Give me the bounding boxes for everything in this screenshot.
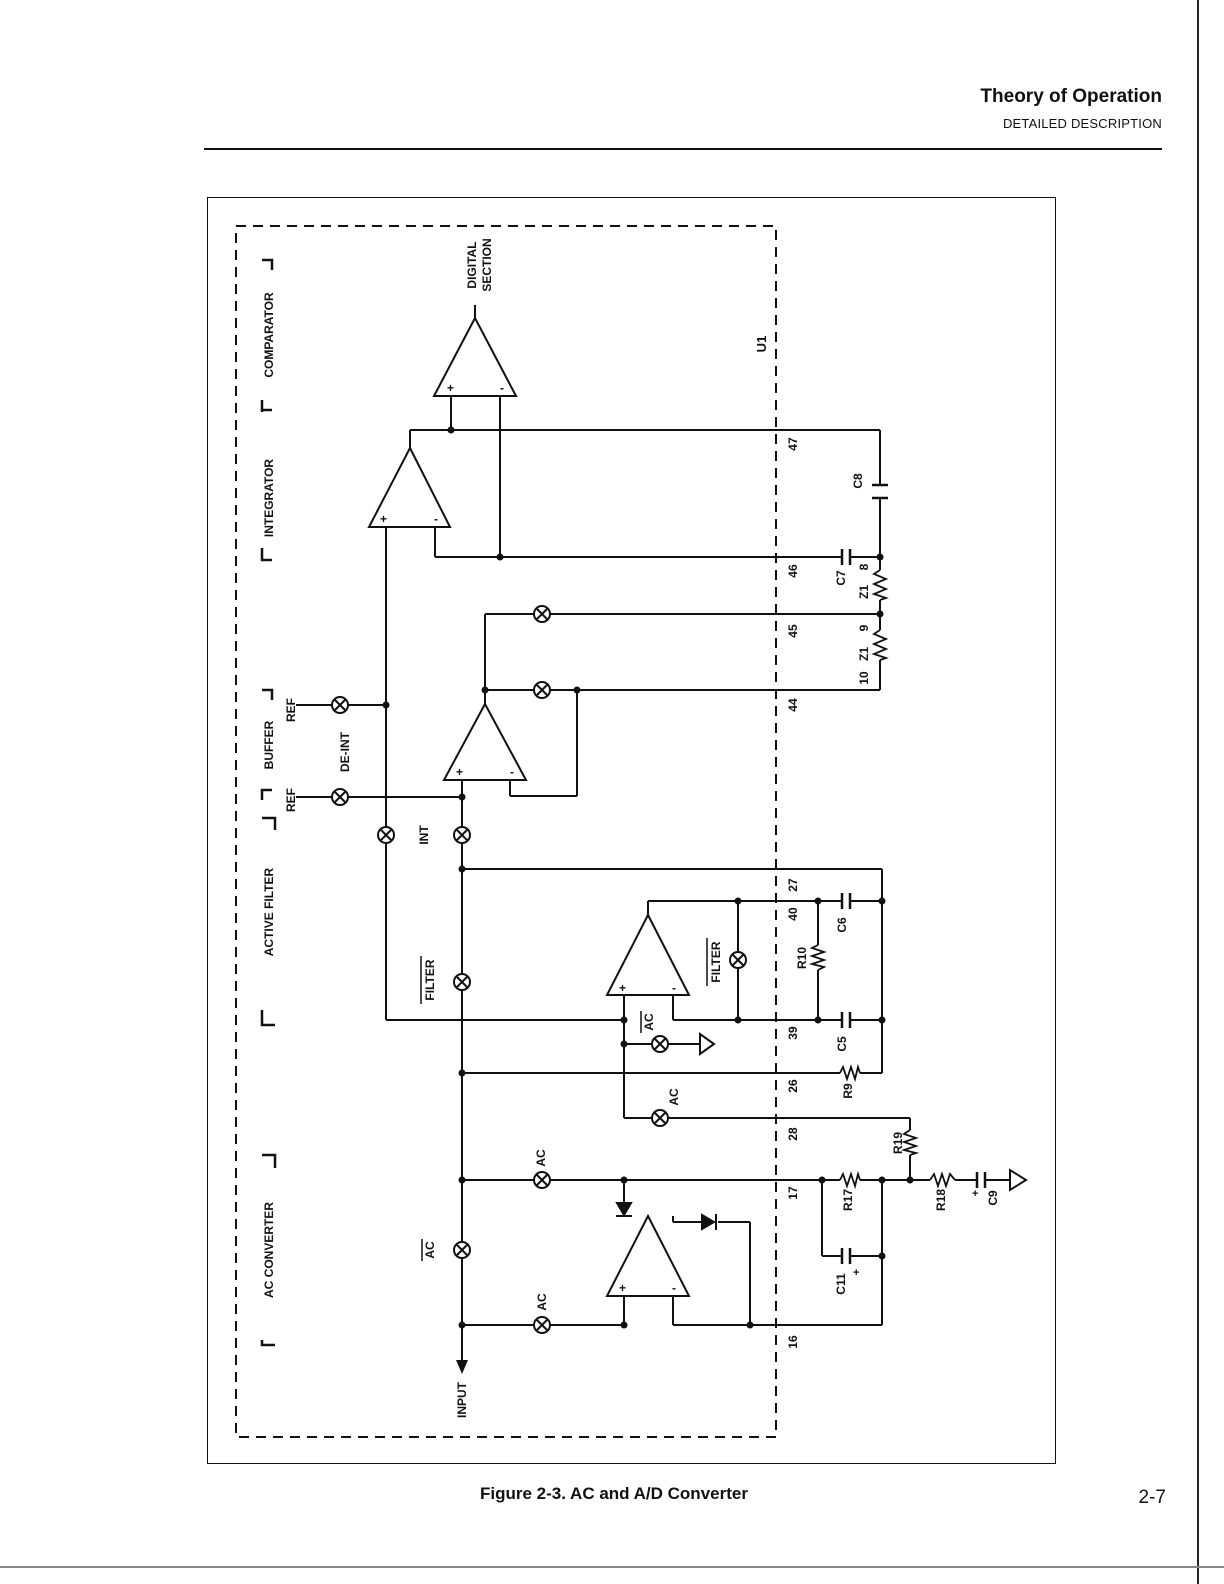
ref-label-top: REF: [284, 698, 298, 722]
pin-40: 40: [786, 907, 800, 921]
op-amps: [367, 315, 691, 1297]
c11-plus: +: [853, 1267, 859, 1279]
pin-26: 26: [786, 1079, 800, 1093]
pin-47: 47: [786, 437, 800, 451]
r18-label: R18: [934, 1189, 948, 1211]
comparator-label: COMPARATOR: [262, 292, 276, 378]
u1-boundary: [235, 225, 777, 1438]
c11-label: C11: [834, 1273, 848, 1295]
ac-label-1: AC: [667, 1088, 681, 1106]
z1-pin8-label: 8: [857, 563, 871, 570]
ac-bar-label-right: AC: [642, 1013, 656, 1031]
page-number: 2-7: [1138, 1487, 1166, 1508]
ac-label-2: AC: [534, 1149, 548, 1167]
pin-17: 17: [786, 1186, 800, 1200]
wires: [296, 305, 1010, 1363]
comparator-opamp: [432, 315, 518, 397]
pin-28: 28: [786, 1127, 800, 1141]
active-filter-opamp: [605, 912, 691, 996]
r17-label: R17: [841, 1189, 855, 1211]
section-label: SECTION: [480, 238, 494, 291]
c5-label: C5: [835, 1036, 849, 1052]
c9-label: C9: [986, 1190, 1000, 1206]
diodes: [615, 1202, 717, 1231]
filter-bar-label-left: FILTER: [423, 959, 437, 1000]
digital-label: DIGITAL: [465, 241, 479, 288]
header-subtitle: DETAILED DESCRIPTION: [1002, 116, 1162, 131]
ac-label-3: AC: [535, 1293, 549, 1311]
svg-text:+: +: [619, 981, 626, 995]
svg-text:-: -: [672, 981, 676, 995]
c9-plus: +: [972, 1188, 978, 1200]
z1a-label: Z1: [857, 585, 871, 599]
int-label: INT: [417, 825, 431, 845]
integrator-opamp: [367, 445, 452, 528]
ground-symbols: [699, 1032, 1028, 1192]
pin-46: 46: [786, 564, 800, 578]
integrator-label: INTEGRATOR: [262, 459, 276, 538]
svg-text:-: -: [672, 1281, 676, 1295]
de-int-label: DE-INT: [338, 731, 352, 772]
r17-resistor: [839, 1170, 861, 1190]
pin-44: 44: [786, 698, 800, 712]
input-arrow: [456, 1325, 468, 1374]
svg-text:+: +: [619, 1281, 626, 1295]
z1-pin10-label: 10: [857, 671, 871, 685]
r10-resistor: [808, 944, 827, 971]
page-bottom-line: [0, 1566, 1224, 1568]
header-rule: [204, 148, 1162, 150]
c7-label: C7: [834, 570, 848, 586]
pin-16: 16: [786, 1335, 800, 1349]
section-brackets: [260, 258, 277, 1347]
svg-text:-: -: [434, 512, 438, 526]
z1-8-resistor: [871, 569, 889, 601]
figure-frame: [207, 197, 1056, 1464]
c6-label: C6: [835, 917, 849, 933]
svg-text:+: +: [447, 381, 454, 395]
pin-39: 39: [786, 1026, 800, 1040]
input-label: INPUT: [455, 1381, 469, 1418]
active-filter-label: ACTIVE FILTER: [262, 867, 276, 956]
pin-27: 27: [786, 878, 800, 892]
svg-text:-: -: [500, 381, 504, 395]
header-title: Theory of Operation: [980, 86, 1162, 107]
resistors: [808, 569, 956, 1190]
pin-45: 45: [786, 624, 800, 638]
ac-converter-opamp: [605, 1213, 691, 1297]
svg-text:+: +: [456, 765, 463, 779]
r19-resistor: [900, 1129, 920, 1156]
z1b-label: Z1: [857, 647, 871, 661]
ac-converter-label: AC CONVERTER: [262, 1202, 276, 1298]
u1-label: U1: [754, 336, 769, 353]
r9-label: R9: [841, 1083, 855, 1099]
opamp-pins: + - + - + - + - + -: [380, 381, 676, 1295]
buffer-opamp: [442, 701, 528, 781]
r19-label: R19: [891, 1132, 905, 1154]
capacitors: [840, 483, 987, 1264]
r10-label: R10: [795, 947, 809, 969]
svg-text:+: +: [380, 512, 387, 526]
buffer-label: BUFFER: [262, 720, 276, 769]
z1-pin9-label: 9: [857, 624, 871, 631]
r18-resistor: [929, 1171, 956, 1189]
c8-label: C8: [851, 473, 865, 489]
svg-text:-: -: [510, 765, 514, 779]
ac-bar-label-left: AC: [423, 1241, 437, 1259]
figure-caption: Figure 2-3. AC and A/D Converter: [480, 1484, 748, 1503]
z1-10-resistor: [871, 629, 889, 661]
page-edge-line: [1197, 0, 1199, 1584]
analog-switches: [331, 605, 747, 1334]
r9-resistor: [839, 1063, 861, 1083]
junctions: [382, 426, 914, 1329]
ref-label-bottom: REF: [284, 788, 298, 812]
filter-bar-label-right: FILTER: [709, 941, 723, 982]
